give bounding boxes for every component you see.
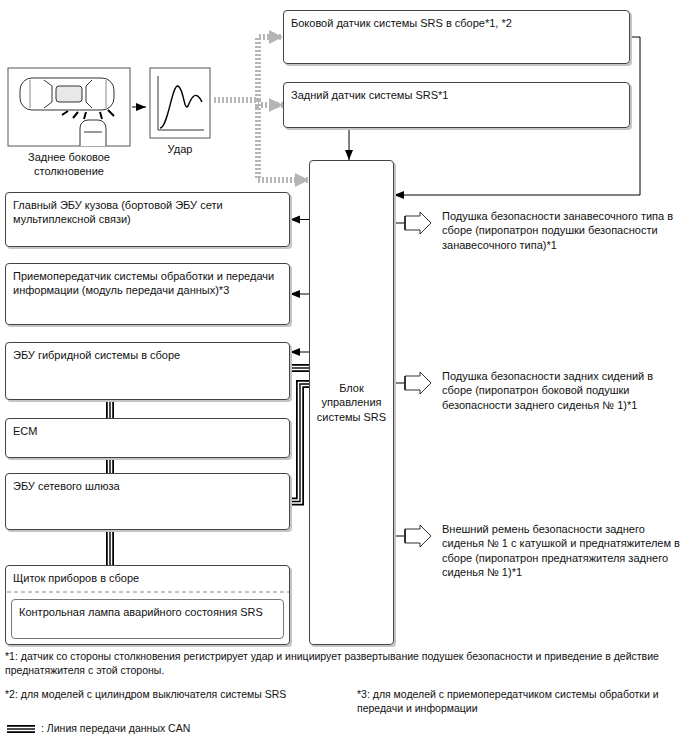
car-illustration [8, 68, 130, 160]
squib-component: Внешний ремень безопасности заднего сиде… [404, 520, 684, 581]
squib-symbol [404, 210, 434, 236]
node-text: Подушка безопасности задних сидений в сб… [442, 369, 682, 412]
component-box: Главный ЭБУ кузова (бортовой ЭБУ сети му… [5, 192, 290, 247]
legend-text: : Линия передачи данных CAN [41, 722, 190, 736]
can-bus-line [110, 530, 111, 565]
component-box: ЭБУ гибридной системы в сборе [5, 342, 290, 400]
component-box: Приемопередатчик системы обработки и пер… [5, 263, 290, 325]
impact-arrow [214, 37, 283, 100]
impact-graph [150, 68, 210, 138]
control-unit-box: Блок управления системы SRS [309, 160, 394, 645]
node-text: ЭБУ гибридной системы в сборе [13, 348, 282, 362]
impact-arrow [214, 100, 309, 180]
signal-line [290, 219, 309, 220]
illustration-caption-box: Заднее боковое столкновение [6, 68, 132, 179]
can-bus-line [110, 458, 111, 473]
can-bus-line [290, 368, 309, 369]
node-text: Подушка безопасности занавесочного типа … [442, 209, 682, 252]
footnote: *3: для моделей с приемопередатчиком сис… [357, 688, 683, 715]
squib-symbol [404, 523, 434, 549]
footnote: *1: датчик со стороны столкновения регис… [5, 650, 683, 677]
signal-line [394, 536, 405, 537]
impact-arrow [214, 100, 283, 105]
legend-row: : Линия передачи данных CAN [5, 722, 190, 736]
footnote: *2: для моделей с цилиндром выключателя … [5, 688, 345, 702]
component-box: ECM [5, 418, 290, 458]
node-text: Блок управления системы SRS [314, 381, 389, 424]
squib-component: Подушка безопасности задних сидений в сб… [404, 367, 684, 417]
can-line-sample [5, 723, 37, 735]
node-text: Удар [146, 142, 214, 156]
node-text: Контрольная лампа аварийного состояния S… [19, 605, 276, 619]
impact-marks [62, 110, 114, 119]
signal-line [290, 352, 309, 353]
component-box: Задний датчик системы SRS*1 [283, 82, 630, 128]
node-text: Задний датчик системы SRS*1 [291, 88, 622, 102]
component-box: Щиток приборов в сбореКонтрольная лампа … [5, 565, 290, 645]
panel-divider [7, 592, 289, 593]
signal-line [394, 223, 405, 224]
illustration-caption-box: Удар [146, 68, 214, 174]
can-bus-line [110, 400, 111, 418]
node-text: ЭБУ сетевого шлюза [13, 479, 282, 493]
node-text: Заднее боковое столкновение [6, 150, 132, 179]
node-text: ECM [13, 424, 282, 438]
node-text: Боковой датчик системы SRS в сборе*1, *2 [291, 16, 622, 30]
indicator-box: Контрольная лампа аварийного состояния S… [11, 599, 284, 639]
can-bus-line [290, 384, 309, 502]
signal-line [290, 294, 309, 295]
node-text: Главный ЭБУ кузова (бортовой ЭБУ сети му… [13, 198, 282, 227]
signal-line [349, 128, 350, 160]
signal-line [394, 383, 405, 384]
component-box: ЭБУ сетевого шлюза [5, 473, 290, 530]
signal-line [132, 107, 146, 108]
node-text: Внешний ремень безопасности заднего сиде… [442, 522, 682, 579]
squib-symbol [404, 370, 434, 396]
component-box: Боковой датчик системы SRS в сборе*1, *2 [283, 10, 630, 64]
node-text: Щиток приборов в сборе [13, 571, 282, 585]
signal-line [394, 37, 640, 195]
squib-component: Подушка безопасности занавесочного типа … [404, 207, 684, 257]
node-text: Приемопередатчик системы обработки и пер… [13, 269, 282, 298]
